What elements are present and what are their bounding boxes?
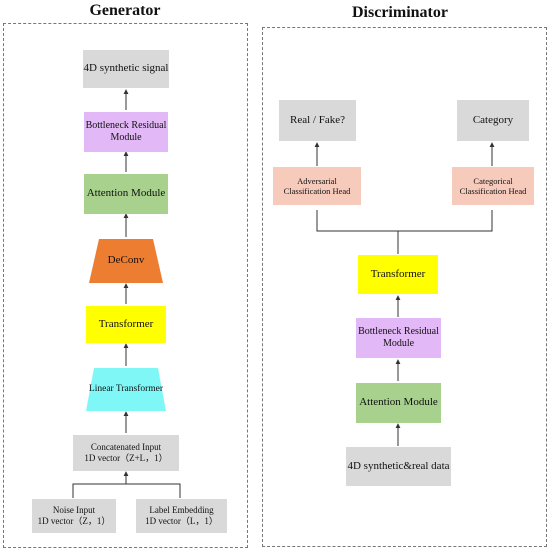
concat-label-line1: Concatenated Input [90, 442, 162, 453]
adversarial-head-node: Adversarial Classification Head [273, 167, 361, 205]
attention-module-node: Attention Module [84, 174, 168, 214]
category-label: Category [472, 113, 514, 126]
real-fake-node: Real / Fake? [279, 100, 356, 141]
transformer-label: Transformer [98, 317, 154, 330]
disc-bottleneck-line1: Bottleneck Residual [358, 326, 439, 337]
disc-transformer-label: Transformer [370, 267, 426, 280]
label-embedding-line1: Label Embedding [149, 505, 214, 516]
generator-panel [3, 23, 248, 548]
deconv-label: DeConv [107, 254, 145, 267]
category-node: Category [457, 100, 529, 141]
linear-transformer-label: Linear Transformer [88, 383, 164, 394]
noise-label-line2: 1D vector（Z，1） [37, 516, 111, 526]
label-embedding-line2: 1D vector（L，1） [145, 516, 218, 526]
concatenated-input-node: Concatenated Input 1D vector（Z+L，1） [73, 435, 179, 471]
synthetic-real-data-node: 4D synthetic&real data [346, 447, 451, 486]
deconv-node: DeConv [89, 239, 163, 283]
categorical-label-line2: Classification Head [459, 186, 527, 196]
concat-label-line2: 1D vector（Z+L，1） [84, 453, 168, 463]
deconv-shape [89, 239, 163, 283]
disc-attention-label: Attention Module [359, 396, 438, 409]
generator-title: Generator [89, 2, 161, 19]
noise-input-node: Noise Input 1D vector（Z，1） [32, 499, 116, 533]
synthetic-signal-label: 4D synthetic signal [83, 62, 169, 75]
discriminator-title: Discriminator [352, 4, 448, 21]
bottleneck-label-line1: Bottleneck Residual [85, 120, 167, 131]
bottleneck-residual-node: Bottleneck Residual Module [84, 112, 168, 152]
categorical-label-line1: Categorical [473, 175, 513, 186]
noise-label-line1: Noise Input [52, 505, 96, 516]
linear-transformer-node: Linear Transformer [86, 368, 166, 411]
real-fake-label: Real / Fake? [290, 113, 345, 126]
disc-transformer-node: Transformer [358, 255, 438, 294]
transformer-node: Transformer [86, 306, 166, 343]
adversarial-label-line1: Adversarial [297, 175, 337, 186]
attention-module-label: Attention Module [86, 187, 166, 200]
disc-bottleneck-line2: Module [382, 338, 415, 349]
adversarial-label-line2: Classification Head [283, 186, 351, 196]
disc-attention-node: Attention Module [356, 383, 441, 423]
linear-transformer-shape [86, 368, 166, 411]
merge-lines [72, 483, 181, 498]
bottleneck-label-line2: Module [110, 132, 142, 143]
discriminator-panel [262, 27, 547, 547]
synthetic-signal-node: 4D synthetic signal [83, 50, 169, 88]
synthetic-real-data-label: 4D synthetic&real data [347, 459, 450, 472]
split-lines [316, 210, 399, 254]
categorical-head-node: Categorical Classification Head [452, 167, 534, 205]
split-lines-right [398, 210, 493, 232]
disc-bottleneck-node: Bottleneck Residual Module [356, 318, 441, 358]
label-embedding-node: Label Embedding 1D vector（L，1） [136, 499, 227, 533]
